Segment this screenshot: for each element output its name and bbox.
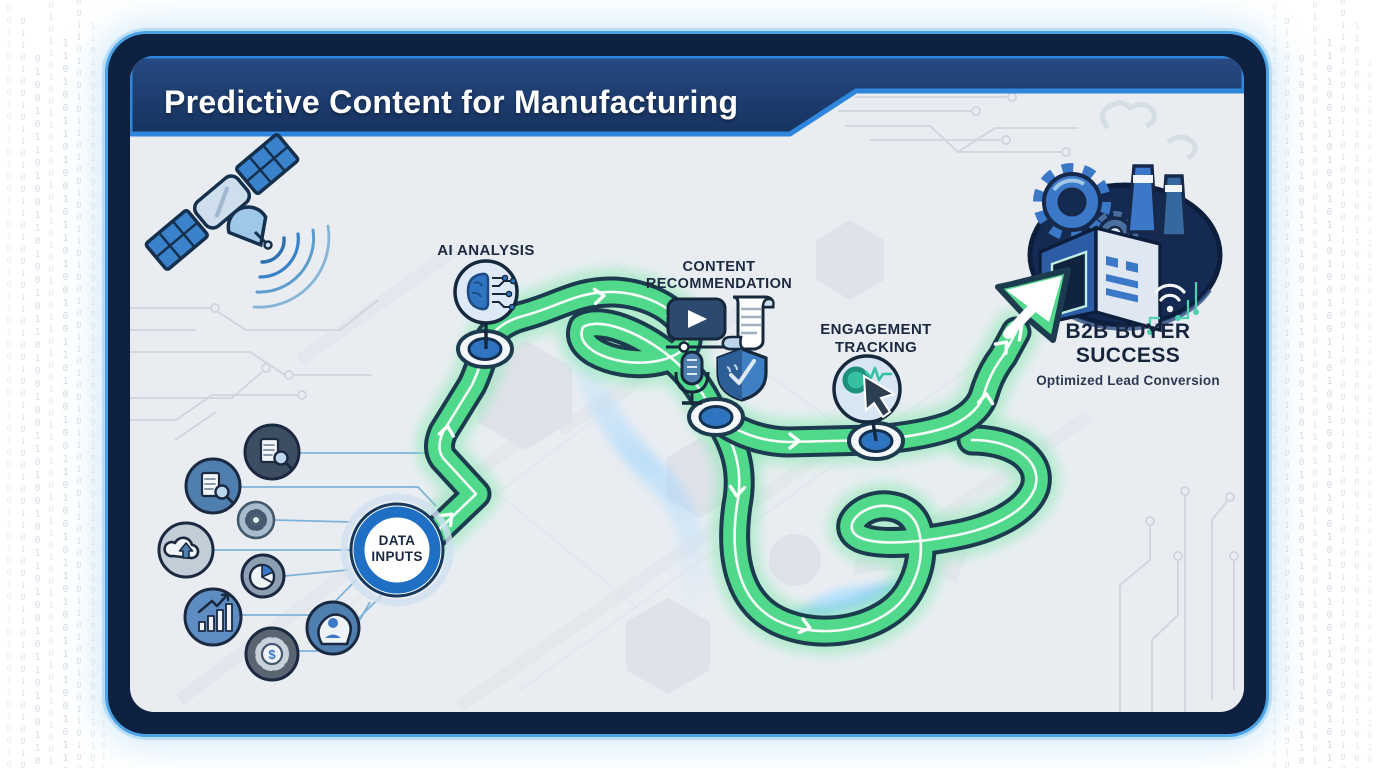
success-arrow	[995, 267, 1071, 343]
chimney-icons	[1126, 164, 1188, 238]
node-engagement	[847, 421, 905, 461]
content-recommendation-icons	[666, 295, 775, 405]
data-source-icons: $	[157, 423, 361, 682]
label-b2b-buyer-success: B2B BUYER SUCCESS Optimized Lead Convers…	[1028, 320, 1228, 388]
factory-circuit-traces	[1147, 282, 1199, 335]
label-engagement-tracking: ENGAGEMENT TRACKING	[796, 321, 956, 356]
engagement-line1: ENGAGEMENT	[820, 321, 932, 338]
satellite-signal-icon	[144, 133, 331, 309]
node-junction	[687, 397, 745, 437]
data-inputs-hub	[340, 493, 454, 607]
cloud-upload-icon	[157, 521, 215, 579]
title-banner	[130, 56, 1244, 137]
microphone-icon	[674, 350, 710, 405]
cursor-pulse-icon	[832, 354, 902, 442]
circuit-traces	[130, 92, 1239, 712]
user-profile-icon	[305, 600, 361, 656]
ai-analysis-text: AI ANALYSIS	[437, 242, 535, 259]
report-search-icon	[184, 457, 242, 515]
label-ai-analysis: AI ANALYSIS	[406, 242, 566, 260]
pie-chart-icon	[240, 553, 286, 599]
data-inputs-line2: INPUTS	[371, 548, 423, 564]
document-search-icon	[243, 423, 301, 481]
gear-module-icon	[236, 500, 276, 540]
b2b-line1: B2B BUYER	[1065, 320, 1191, 343]
wifi-icon	[1154, 283, 1186, 313]
infographic-canvas: $	[130, 56, 1244, 712]
label-content-recommendation: CONTENT RECOMMENDATION	[617, 259, 821, 293]
content-reco-line1: CONTENT	[682, 259, 756, 275]
label-data-inputs: DATA INPUTS	[347, 533, 447, 565]
bar-chart-growth-icon	[183, 587, 243, 647]
brain-circuit-icon	[453, 259, 519, 349]
video-player-icon	[666, 297, 727, 353]
shield-check-icon	[716, 347, 768, 402]
gear-icon	[1033, 163, 1111, 241]
milestone-nodes	[456, 329, 905, 461]
smart-factory-icon	[1027, 100, 1223, 335]
scroll-document-icon	[721, 295, 775, 351]
data-inputs-line1: DATA	[378, 533, 416, 548]
content-reco-line2: RECOMMENDATION	[645, 276, 793, 293]
svg-text:$: $	[268, 647, 276, 662]
binary-texture-right: 0100110100101101001101001011010010011010…	[1270, 0, 1375, 768]
gear-dollar-icon: $	[244, 626, 300, 682]
engagement-line2: TRACKING	[834, 338, 918, 356]
infographic-art: $	[130, 56, 1244, 712]
binary-texture-left: 0100110100101101001101001011010010011010…	[4, 0, 108, 768]
b2b-line2: SUCCESS	[1075, 343, 1181, 367]
b2b-subtitle: Optimized Lead Conversion	[1036, 372, 1220, 388]
page-title: Predictive Content for Manufacturing	[164, 84, 739, 120]
